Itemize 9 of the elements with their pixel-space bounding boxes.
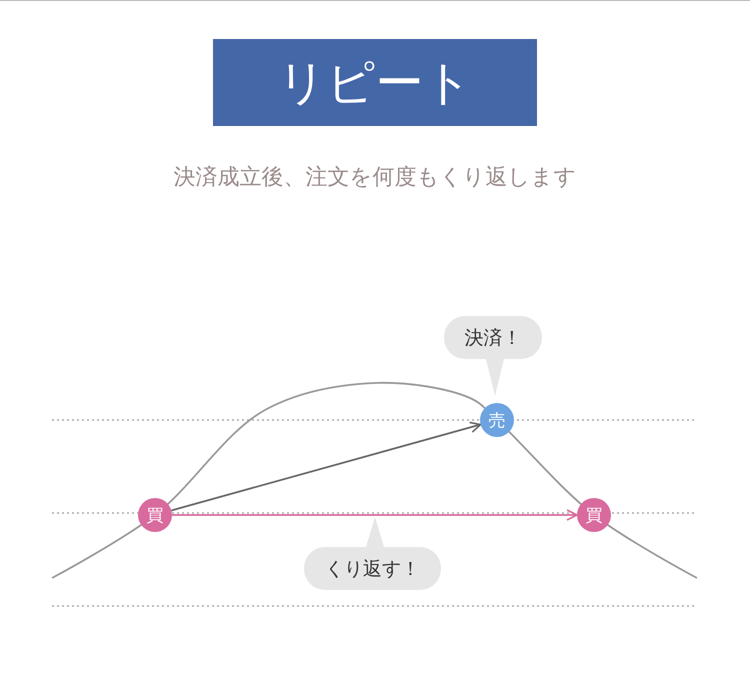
speech-bubble: 決済！ [444, 316, 542, 359]
arrow [171, 422, 482, 512]
order-circle: 買 [577, 498, 611, 532]
subtitle: 決済成立後、注文を何度もくり返します [172, 164, 578, 192]
order-circle: 買 [138, 498, 172, 532]
title-banner: リピート [213, 39, 537, 126]
speech-bubble: くり返す！ [304, 547, 441, 590]
order-circle: 売 [480, 403, 514, 437]
arrow [172, 509, 578, 521]
